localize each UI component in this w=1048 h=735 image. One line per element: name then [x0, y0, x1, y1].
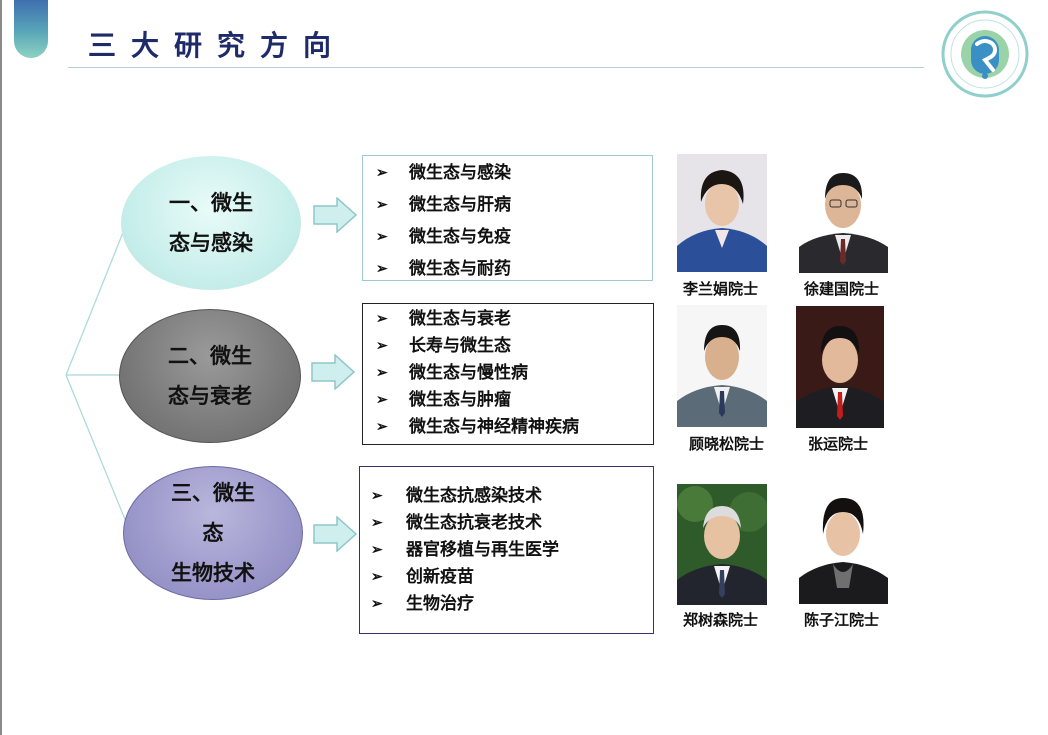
direction-3-label-line-2: 态: [202, 521, 224, 545]
list-item: ➢微生态抗衰老技术: [360, 510, 653, 537]
person-caption: 徐建国院士: [804, 280, 880, 298]
left-edge-line: [0, 0, 2, 735]
bullet-arrow-icon: ➢: [371, 542, 383, 558]
list-item: ➢微生态抗感染技术: [360, 483, 653, 510]
arrow-right-icon: [313, 516, 357, 552]
bullet-arrow-icon: ➢: [376, 261, 388, 277]
bullet-arrow-icon: ➢: [371, 569, 383, 585]
bullet-arrow-icon: ➢: [371, 515, 383, 531]
person-caption: 顾晓松院士: [689, 435, 765, 453]
lab-logo-icon: [941, 10, 1029, 98]
slide-title: 三大研究方向: [88, 29, 347, 62]
bullet-arrow-icon: ➢: [376, 165, 388, 181]
portrait-photo: [799, 484, 888, 604]
direction-3-topics: ➢微生态抗感染技术 ➢微生态抗衰老技术 ➢器官移植与再生医学 ➢创新疫苗 ➢生物…: [359, 466, 654, 634]
list-item: ➢微生态与慢性病: [363, 360, 653, 387]
list-item: ➢微生态与衰老: [363, 306, 653, 333]
list-item: ➢微生态与感染: [363, 157, 652, 189]
bullet-arrow-icon: ➢: [371, 596, 383, 612]
list-item: ➢微生态与神经精神疾病: [363, 414, 653, 441]
bullet-arrow-icon: ➢: [371, 488, 383, 504]
bullet-arrow-icon: ➢: [376, 365, 388, 381]
bullet-arrow-icon: ➢: [376, 392, 388, 408]
direction-1-label-line-1: 一、微生: [169, 191, 253, 215]
title-divider: [68, 67, 924, 68]
direction-3-label-line-1: 三、微生: [171, 481, 255, 505]
direction-1-ellipse: 一、微生 态与感染: [121, 156, 301, 290]
person-caption: 李兰娟院士: [683, 280, 759, 298]
direction-2-label-line-2: 态与衰老: [168, 384, 252, 408]
list-item: ➢长寿与微生态: [363, 333, 653, 360]
list-item: ➢微生态与肝病: [363, 189, 652, 221]
direction-2-ellipse: 二、微生 态与衰老: [119, 309, 301, 443]
arrow-right-icon: [313, 197, 357, 233]
bullet-arrow-icon: ➢: [376, 197, 388, 213]
person-caption: 郑树森院士: [683, 611, 759, 629]
person-caption: 张运院士: [808, 435, 869, 453]
list-item: ➢微生态与免疫: [363, 221, 652, 253]
direction-3-label-line-3: 生物技术: [171, 561, 255, 585]
list-item: ➢微生态与耐药: [363, 253, 652, 285]
portrait-photo: [677, 154, 767, 272]
portrait-photo: [799, 155, 888, 273]
bullet-arrow-icon: ➢: [376, 229, 388, 245]
person-caption: 陈子江院士: [804, 611, 880, 629]
direction-2-label-line-1: 二、微生: [168, 344, 252, 368]
decorative-tab: [14, 0, 48, 58]
bullet-arrow-icon: ➢: [376, 338, 388, 354]
bullet-arrow-icon: ➢: [376, 419, 388, 435]
list-item: ➢创新疫苗: [360, 564, 653, 591]
direction-1-label-line-2: 态与感染: [169, 231, 253, 255]
portrait-photo: [677, 305, 767, 427]
direction-2-topics: ➢微生态与衰老 ➢长寿与微生态 ➢微生态与慢性病 ➢微生态与肿瘤 ➢微生态与神经…: [362, 303, 654, 445]
list-item: ➢微生态与肿瘤: [363, 387, 653, 414]
portrait-photo: [677, 484, 767, 605]
portrait-photo: [796, 306, 884, 428]
direction-1-topics: ➢微生态与感染 ➢微生态与肝病 ➢微生态与免疫 ➢微生态与耐药: [362, 155, 653, 281]
direction-3-ellipse: 三、微生 态 生物技术: [123, 466, 303, 600]
bullet-arrow-icon: ➢: [376, 311, 388, 327]
list-item: ➢生物治疗: [360, 591, 653, 618]
list-item: ➢器官移植与再生医学: [360, 537, 653, 564]
arrow-right-icon: [311, 354, 355, 390]
